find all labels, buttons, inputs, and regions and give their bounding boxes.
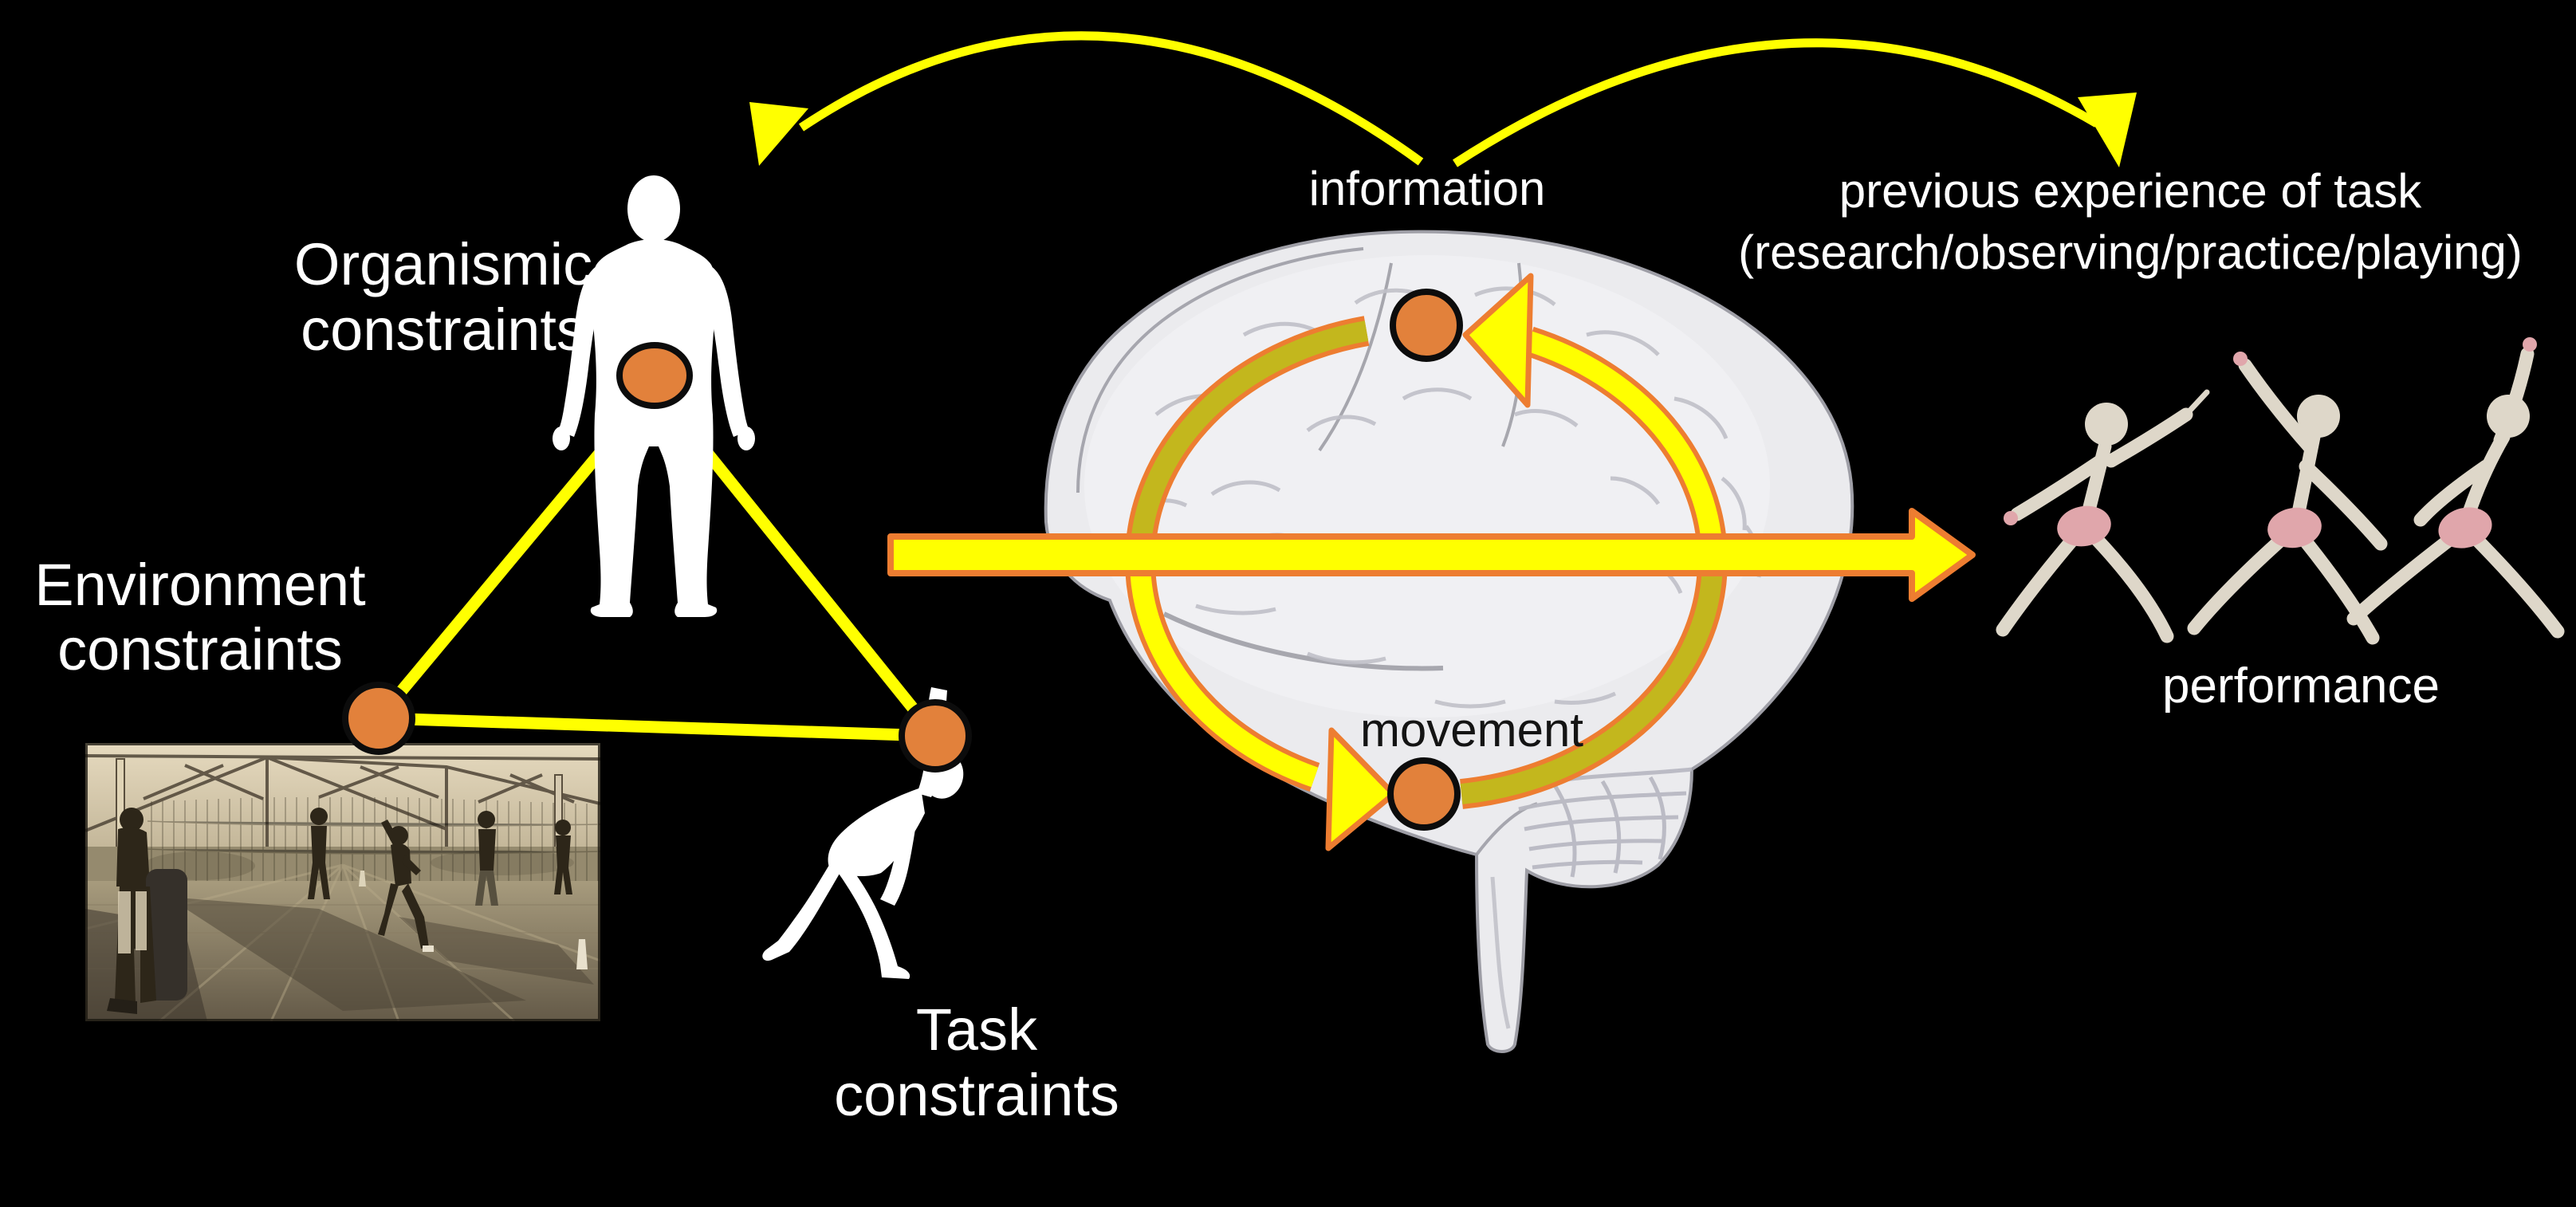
- constraint-nodes: [342, 289, 1463, 831]
- organismic-node: [616, 342, 693, 409]
- organismic-label-line2: constraints: [301, 297, 586, 363]
- environment-label-line1: Environment: [34, 552, 366, 618]
- performance-mannequin-sequence: [1996, 337, 2565, 645]
- mannequin-3: [2346, 337, 2565, 639]
- environment-label-line2: constraints: [57, 616, 343, 682]
- previous-experience-label-line2: (research/observing/practice/playing): [1738, 226, 2523, 279]
- organismic-label-line1: Organismic: [293, 231, 593, 297]
- photo-players: [107, 808, 572, 1014]
- movement-label: movement: [1359, 703, 1584, 757]
- information-node: [1390, 289, 1463, 362]
- feedback-arc-right-arrow: [1453, 38, 2137, 167]
- environment-node: [342, 682, 415, 755]
- task-label-line2: constraints: [834, 1062, 1119, 1128]
- performance-right-arrow: [887, 508, 1976, 602]
- cycle-arrowhead-information: [1462, 273, 1534, 408]
- cycle-arc-to-movement-yellow: [1129, 560, 1319, 788]
- task-label-line1: Task: [915, 997, 1038, 1063]
- standing-person-silhouette: [553, 175, 755, 617]
- cricket-nets-photo: [85, 743, 600, 1021]
- cycle-arrowhead-movement: [1325, 727, 1397, 851]
- performance-label: performance: [2161, 659, 2440, 714]
- cycle-arc-movement-to-info-olive: [1460, 560, 1724, 804]
- mannequin-2: [2187, 352, 2388, 645]
- cycle-arc-info-to-movement-olive: [1130, 320, 1369, 561]
- information-movement-cycle-arrows: [1124, 273, 1728, 851]
- movement-node: [1387, 757, 1461, 831]
- information-label: information: [1308, 162, 1546, 215]
- cycle-arc-to-info-yellow: [1526, 331, 1723, 561]
- mannequin-1: [1996, 389, 2210, 643]
- feedback-arc-left-arrow: [749, 31, 1424, 166]
- task-node: [899, 699, 972, 773]
- previous-experience-label-line1: previous experience of task: [1839, 164, 2422, 218]
